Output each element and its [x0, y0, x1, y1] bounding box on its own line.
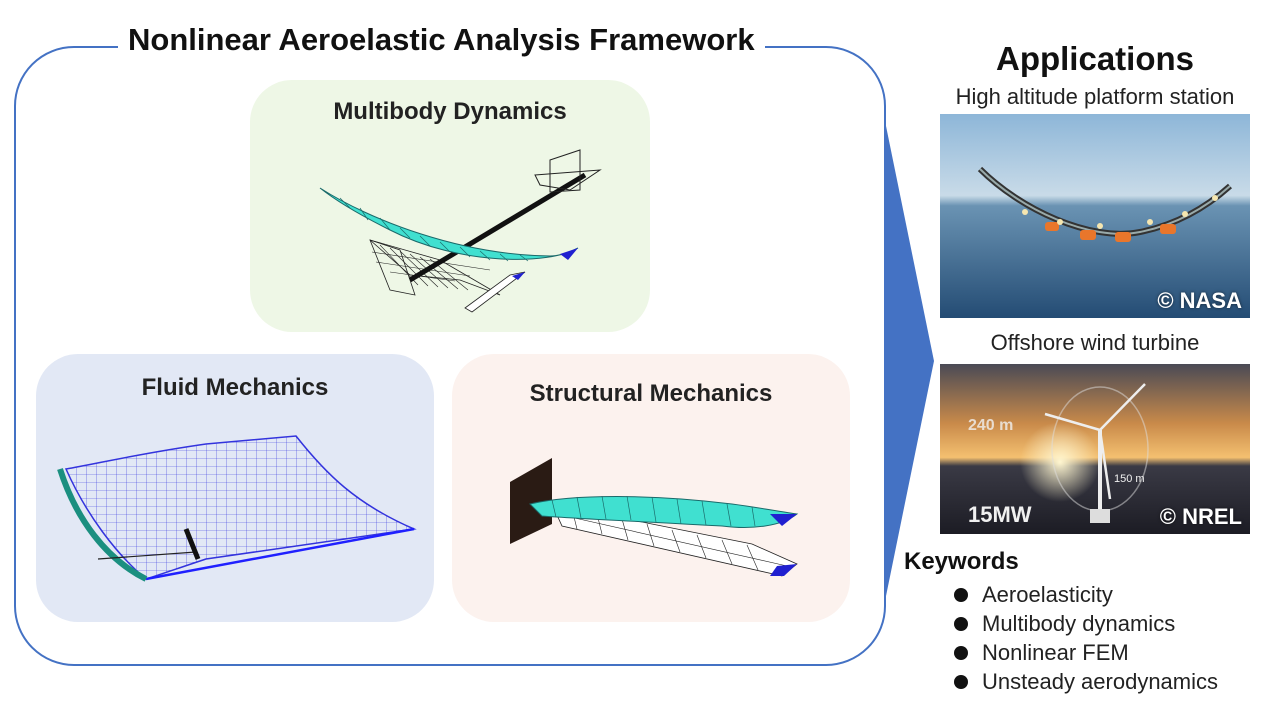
- bullet-icon: [954, 616, 968, 631]
- keyword-item: Multibody dynamics: [954, 609, 1218, 638]
- multibody-wing-illustration: [319, 149, 602, 313]
- bullet-icon: [954, 645, 968, 660]
- structural-wing-illustration: [510, 458, 799, 577]
- bullet-icon: [954, 674, 968, 689]
- fluid-wake-mesh-illustration: [57, 435, 417, 582]
- keywords-list: Aeroelasticity Multibody dynamics Nonlin…: [954, 580, 1218, 696]
- hapss-photo: © NASA: [940, 114, 1250, 318]
- multibody-dynamics-title: Multibody Dynamics: [333, 98, 567, 125]
- framework-title: Nonlinear Aeroelastic Analysis Framework: [118, 22, 765, 58]
- hapss-caption: High altitude platform station: [955, 84, 1235, 109]
- multibody-dynamics-panel: Multibody Dynamics: [250, 80, 650, 332]
- structural-mechanics-panel: Structural Mechanics: [452, 354, 850, 622]
- right-arrow-icon: [886, 126, 934, 596]
- keyword-item: Nonlinear FEM: [954, 638, 1218, 667]
- fluid-mechanics-title: Fluid Mechanics: [141, 374, 329, 401]
- bullet-icon: [954, 587, 968, 602]
- height-label: 240 m: [968, 417, 1013, 434]
- solar-aircraft-image: [940, 114, 1250, 318]
- fluid-mechanics-panel: Fluid Mechanics: [36, 354, 434, 622]
- keywords-title: Keywords: [904, 548, 1019, 575]
- offshore-turbine-image: 240 m 150 m 15MW: [940, 364, 1250, 534]
- keyword-item: Unsteady aerodynamics: [954, 667, 1218, 696]
- diameter-label: 150 m: [1114, 473, 1145, 485]
- nasa-credit: © NASA: [1157, 288, 1242, 313]
- applications-title: Applications: [995, 40, 1195, 77]
- nrel-credit: © NREL: [1159, 504, 1242, 529]
- keyword-item: Aeroelasticity: [954, 580, 1218, 609]
- wind-turbine-photo: 240 m 150 m 15MW © NREL: [940, 364, 1250, 534]
- power-label: 15MW: [968, 502, 1032, 527]
- wind-turbine-caption: Offshore wind turbine: [990, 330, 1200, 355]
- structural-mechanics-title: Structural Mechanics: [529, 380, 773, 407]
